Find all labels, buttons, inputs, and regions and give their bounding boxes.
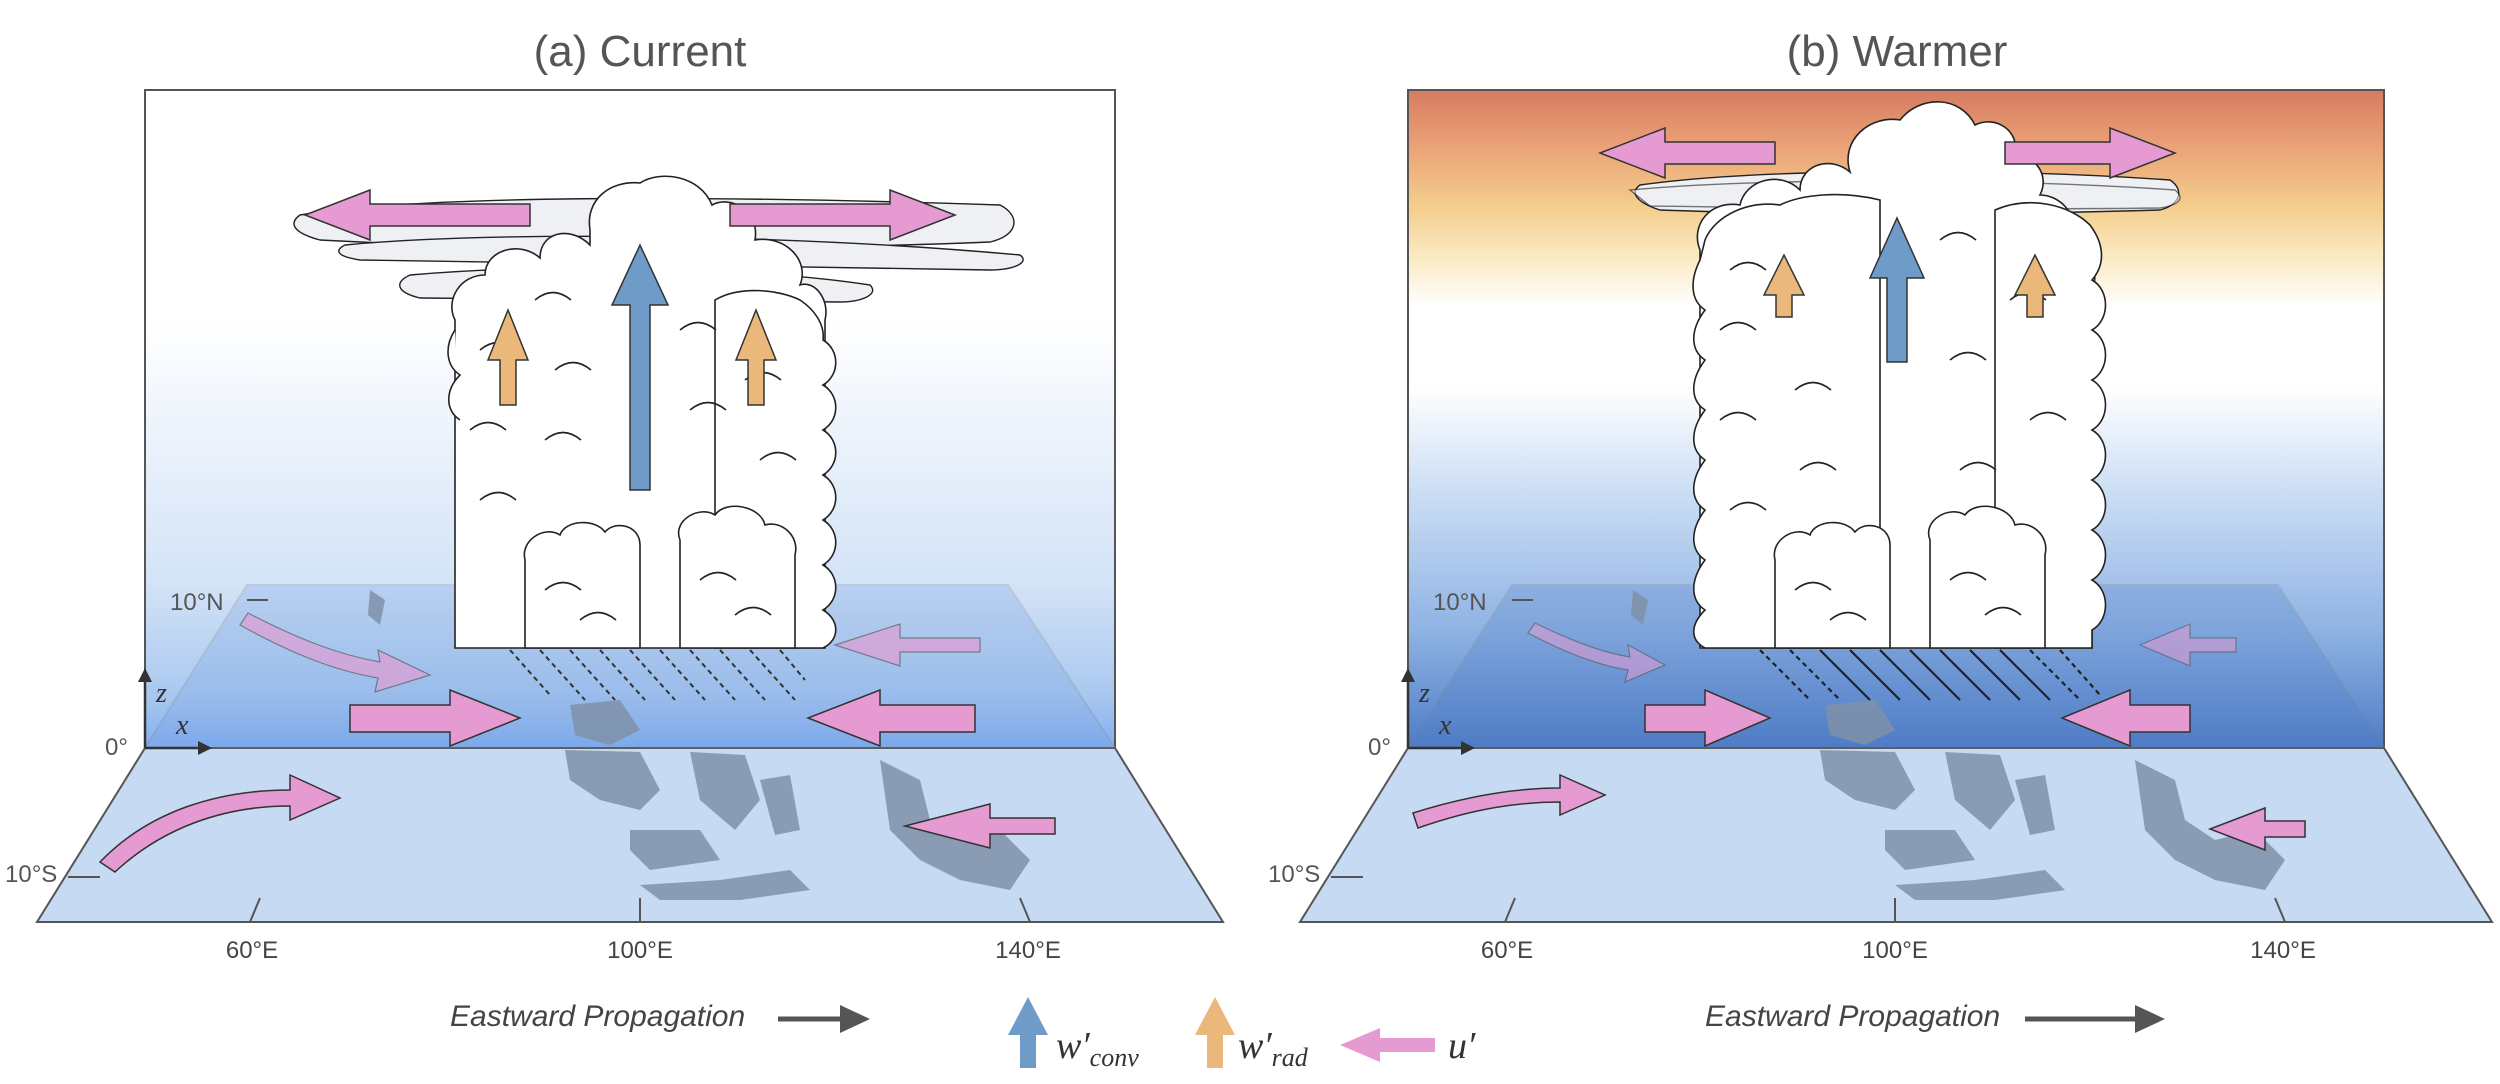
lon-140e: 140°E (995, 937, 1061, 964)
svg-text:w′conv: w′conv (1056, 1025, 1139, 1072)
w-conv-arrow (1868, 216, 1926, 363)
axis-x-label: x (175, 710, 189, 741)
u-upper-plane-east-arrow (833, 623, 981, 667)
u-upper-west-arrow (1597, 126, 1776, 180)
axis-z-label: z (155, 678, 167, 709)
u-upper-plane-curved-arrow (1527, 622, 1667, 684)
legend-w-rad-symbol: w′ (1238, 1025, 1272, 1067)
lon-100e: 100°E (607, 937, 673, 964)
u-lower-east-inflow-arrow (2060, 688, 2191, 748)
lon-60e: 60°E (1481, 937, 1533, 964)
panel-title: (b) Warmer (1787, 27, 2008, 76)
w-rad-arrow-left (1762, 253, 1806, 318)
u-lower-west-inflow-arrow (349, 688, 523, 748)
u-upper-east-arrow (729, 188, 958, 242)
w-conv-arrow (610, 243, 670, 491)
u-upper-plane-curved-arrow (239, 612, 432, 693)
u-upper-west-arrow (302, 188, 531, 242)
propagation-label: Eastward Propagation (450, 1000, 745, 1033)
svg-text:w′rad: w′rad (1238, 1025, 1309, 1072)
legend-w-rad-arrow (1195, 997, 1235, 1068)
axis-z-label: z (1418, 678, 1430, 709)
propagation-arrow (778, 1005, 870, 1033)
axis-x-label: x (1438, 710, 1452, 741)
legend-u-symbol: u′ (1448, 1025, 1476, 1067)
u-lower-west-inflow-arrow (1644, 688, 1772, 748)
legend-w-conv: w′conv (1008, 997, 1139, 1072)
u-lower-east-inflow-arrow (805, 688, 976, 748)
legend-w-conv-sub: conv (1090, 1043, 1140, 1072)
land-masses (1631, 590, 2285, 900)
legend-w-conv-arrow (1008, 997, 1048, 1068)
u-upper-plane-east-arrow (2138, 623, 2237, 667)
lat-10s: 10°S (5, 861, 57, 888)
legend-u-arrow (1340, 1028, 1435, 1062)
legend-u: u′ (1340, 1025, 1476, 1067)
lon-60e: 60°E (226, 937, 278, 964)
convective-cloud (1692, 101, 2107, 649)
lat-0: 0° (1368, 734, 1391, 761)
lat-0: 0° (105, 734, 128, 761)
u-floor-curved-arrow (1412, 773, 1607, 829)
propagation-label: Eastward Propagation (1705, 1000, 2000, 1033)
land-masses (368, 590, 1030, 900)
precipitation-lines (509, 649, 806, 701)
panel-warmer: (b) Warmer 10°N 0° 10°S 60°E 100°E 140°E (1268, 27, 2494, 1033)
legend-w-rad-sub: rad (1272, 1043, 1309, 1072)
lat-10n: 10°N (1433, 589, 1487, 616)
lat-10s: 10°S (1268, 861, 1320, 888)
w-rad-arrow-left (486, 307, 530, 406)
u-floor-curved-arrow (98, 773, 342, 873)
precipitation-lines (1759, 649, 2101, 701)
propagation-arrow (2025, 1005, 2165, 1033)
lat-10n: 10°N (170, 589, 224, 616)
u-upper-east-arrow (2004, 126, 2178, 180)
legend-w-conv-symbol: w′ (1056, 1025, 1090, 1067)
panel-current: (a) Current 10°N 0° 10°S 60°E 100°E (5, 27, 1225, 1033)
w-rad-arrow-right (2013, 253, 2057, 318)
u-floor-east-arrow (902, 803, 1056, 849)
w-rad-arrow-right (734, 307, 778, 406)
lon-140e: 140°E (2250, 937, 2316, 964)
legend-w-rad: w′rad (1195, 997, 1309, 1072)
lon-100e: 100°E (1862, 937, 1928, 964)
u-floor-east-arrow (2207, 806, 2306, 852)
panel-title: (a) Current (534, 27, 747, 76)
legend: w′conv w′rad u′ (1008, 997, 1476, 1072)
